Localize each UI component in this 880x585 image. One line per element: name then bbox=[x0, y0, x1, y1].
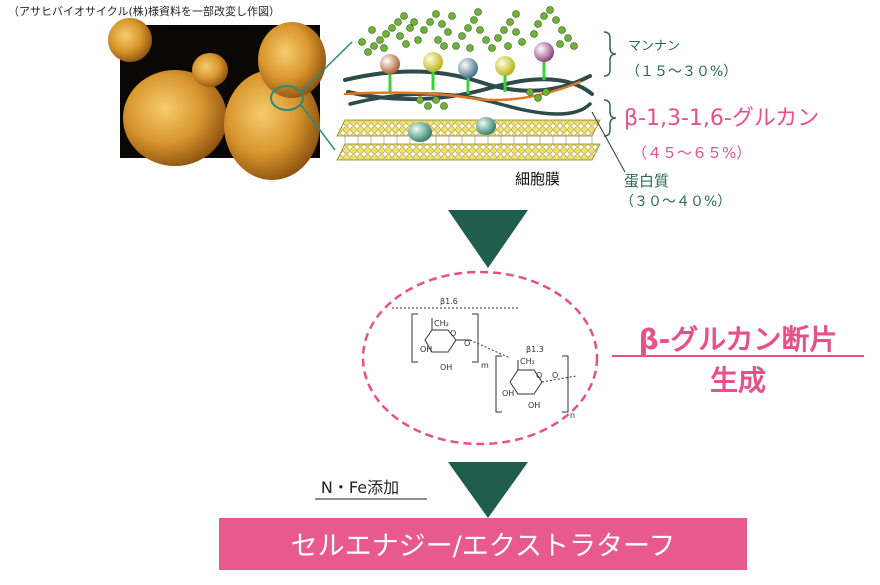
ch2-label-b: CH₂ bbox=[520, 357, 535, 366]
mannoprotein-3 bbox=[458, 58, 478, 78]
mannan-clusters bbox=[358, 6, 578, 110]
mannan-brace bbox=[603, 31, 617, 77]
mannan-percentage: （１５～３０%） bbox=[626, 64, 737, 80]
glucan-percentage: （４５～６５%） bbox=[632, 144, 751, 162]
ring-oxygen-a: O bbox=[450, 329, 456, 338]
repeat-n: n bbox=[570, 411, 575, 420]
product-name: セルエナジー/エクストラターフ bbox=[291, 531, 676, 562]
mannoprotein-2 bbox=[423, 52, 443, 72]
mannoprotein-4 bbox=[495, 56, 515, 76]
yeast-micrograph bbox=[108, 18, 326, 180]
zoom-circle bbox=[270, 85, 304, 111]
link-oxygen-b: O bbox=[552, 371, 558, 380]
mannan-label: マンナン bbox=[628, 39, 680, 54]
mannoprotein-1 bbox=[380, 54, 400, 74]
repeat-m: m bbox=[481, 361, 489, 370]
fragment-ellipse bbox=[361, 270, 599, 446]
hydroxyl-4: OH bbox=[528, 401, 540, 410]
membrane-protein-right bbox=[476, 117, 496, 135]
ring-oxygen-b: O bbox=[536, 371, 542, 380]
additive-label: N・Fe添加 bbox=[321, 478, 399, 497]
hydroxyl-2: OH bbox=[440, 363, 452, 372]
zoom-line-top bbox=[300, 41, 353, 93]
hydroxyl-3: OH bbox=[502, 389, 514, 398]
product-banner bbox=[219, 518, 747, 570]
mannoprotein-5 bbox=[534, 42, 554, 62]
link-oxygen-a: O bbox=[464, 339, 470, 348]
cell-membrane bbox=[336, 117, 601, 161]
flow-arrow-1 bbox=[448, 210, 528, 268]
hydroxyl-1: OH bbox=[420, 345, 432, 354]
protein-label: 蛋白質 bbox=[624, 172, 669, 190]
zoom-line-bottom bbox=[300, 104, 336, 151]
membrane-label: 細胞膜 bbox=[515, 170, 560, 188]
glucan-label: β-1,3-1,6-グルカン bbox=[624, 106, 819, 131]
protein-percentage: （３０～４０%） bbox=[620, 194, 731, 210]
ch2-label-a: CH₂ bbox=[434, 319, 449, 328]
protein-leader-line bbox=[591, 111, 626, 173]
flow-arrow-2 bbox=[448, 462, 528, 518]
source-caption: （アサヒバイオサイクル(株)様資料を一部改変し作図） bbox=[8, 4, 280, 18]
glucan-brace bbox=[603, 99, 617, 137]
beta-1-6-label: β1.6 bbox=[440, 297, 458, 306]
fragment-subtitle: 生成 bbox=[710, 364, 766, 397]
fragment-title: β-グルカン断片 bbox=[639, 323, 838, 356]
membrane-protein-left bbox=[408, 122, 432, 142]
cell-wall-schematic bbox=[336, 6, 601, 161]
glucan-structure bbox=[392, 307, 577, 413]
beta-1-3-label: β1.3 bbox=[526, 345, 544, 354]
